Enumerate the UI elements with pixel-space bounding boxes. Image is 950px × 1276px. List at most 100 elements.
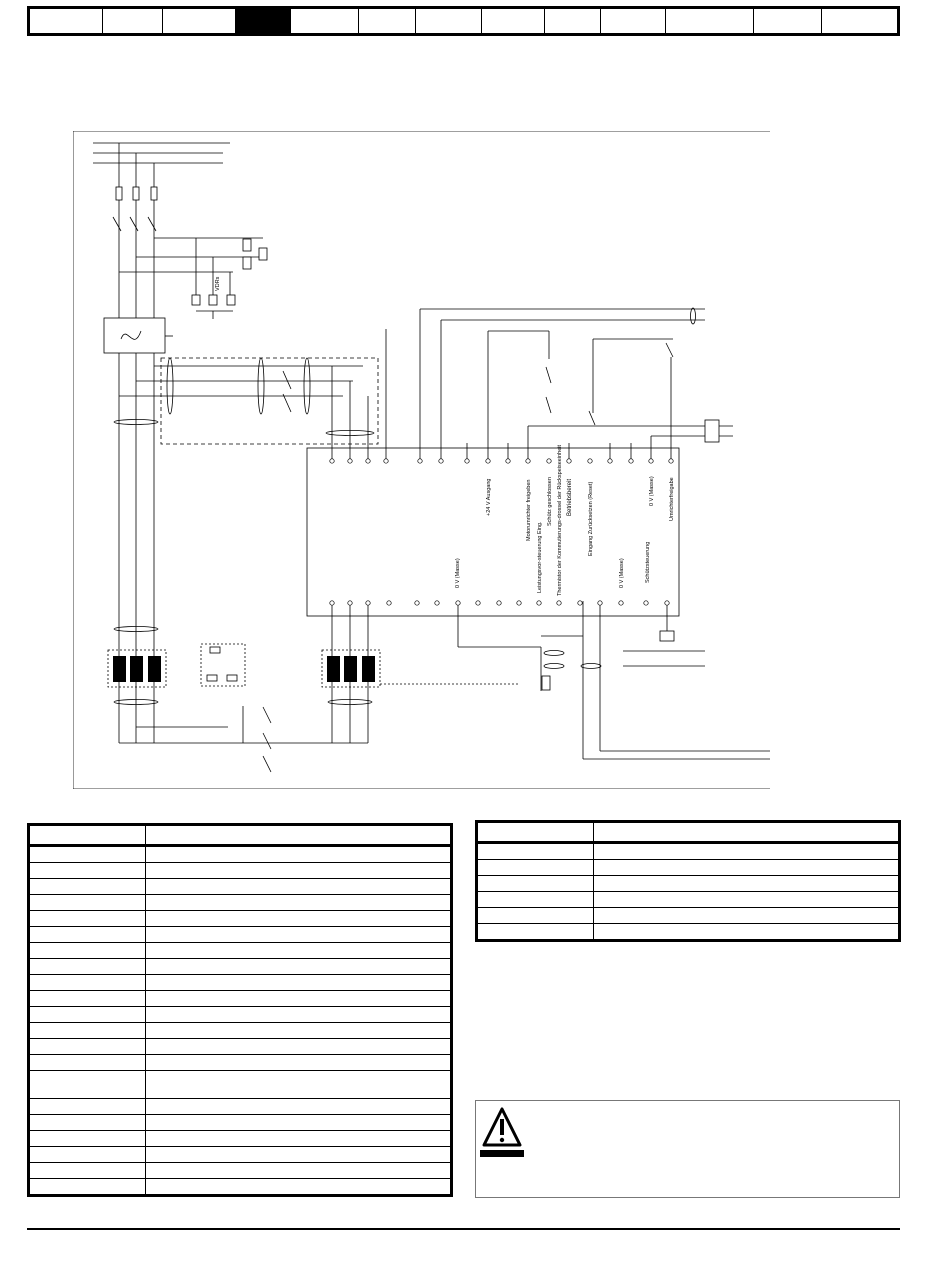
label-reset-input: Eingang Zurücksetzen (Reset) <box>588 482 594 556</box>
table-row <box>476 875 900 892</box>
table-cell <box>145 1178 452 1196</box>
table-cell <box>145 862 452 879</box>
table-cell <box>145 1006 452 1023</box>
table-cell <box>476 859 594 876</box>
table-cell <box>593 907 900 924</box>
nav-cell <box>666 9 754 33</box>
table-cell <box>28 862 146 879</box>
table-cell <box>145 1098 452 1115</box>
table-cell <box>593 859 900 876</box>
table-cell <box>28 824 146 847</box>
table-cell <box>145 1162 452 1179</box>
table-row <box>28 1054 452 1071</box>
table-row <box>28 1114 452 1131</box>
table-row <box>28 1178 452 1196</box>
table-cell <box>593 821 900 844</box>
table-cell <box>28 974 146 991</box>
label-inverter-enable: Umrichterfreigabe <box>669 477 675 521</box>
table-cell <box>145 974 452 991</box>
table-cell <box>145 926 452 943</box>
table-row <box>28 1022 452 1039</box>
table-header-row <box>28 824 452 847</box>
label-24v-output: +24 V Ausgang <box>486 479 492 516</box>
table-cell <box>28 990 146 1007</box>
table-cell <box>28 1114 146 1131</box>
table-cell <box>476 875 594 892</box>
label-contactor-control: Schützsteuerung <box>645 542 651 583</box>
table-row <box>28 926 452 943</box>
table-cell <box>28 1178 146 1196</box>
table-cell <box>28 1006 146 1023</box>
table-cell <box>28 878 146 895</box>
nav-cell <box>601 9 667 33</box>
table-cell <box>28 1146 146 1163</box>
table-cell <box>145 1114 452 1131</box>
left-table <box>27 823 453 1197</box>
table-row <box>28 894 452 911</box>
table-row <box>28 958 452 975</box>
table-cell <box>145 1038 452 1055</box>
table-row <box>28 942 452 959</box>
table-cell <box>476 842 594 860</box>
table-cell <box>28 958 146 975</box>
label-ready: Betriebsbereit <box>567 479 573 516</box>
table-row <box>28 974 452 991</box>
table-cell <box>145 878 452 895</box>
table-cell <box>28 1098 146 1115</box>
table-cell <box>593 875 900 892</box>
nav-cell <box>291 9 359 33</box>
table-row <box>28 1070 452 1099</box>
table-cell <box>28 1130 146 1147</box>
table-cell <box>145 942 452 959</box>
footer-rule <box>27 1228 900 1230</box>
table-cell <box>145 824 452 847</box>
table-row <box>28 1130 452 1147</box>
table-cell <box>145 958 452 975</box>
label-line-reactor-thermistor: Thermistor der Kommutierungs-drossel der… <box>557 445 563 596</box>
chapter-navigation-bar <box>27 6 900 36</box>
nav-cell-active <box>236 9 291 33</box>
table-cell <box>145 1022 452 1039</box>
table-cell <box>145 1130 452 1147</box>
table-cell <box>145 1146 452 1163</box>
warning-triangle-icon <box>480 1105 524 1157</box>
table-row <box>28 910 452 927</box>
label-drive-enable: Motorumrichter freigeben <box>526 480 532 541</box>
label-0v-top: 0 V (Masse) <box>649 476 655 506</box>
table-row <box>28 862 452 879</box>
label-power-pilot-input: Leistungsvor-steuerung Eing. <box>537 521 543 593</box>
nav-cell <box>163 9 237 33</box>
table-cell <box>28 942 146 959</box>
table-cell <box>593 891 900 908</box>
table-cell <box>145 894 452 911</box>
label-0v-bottom-1: 0 V (Masse) <box>455 558 461 588</box>
table-row <box>28 1146 452 1163</box>
wiring-diagram-svg: VDRs +24 V Ausgang Motorumrichter freige… <box>73 131 770 789</box>
table-row <box>476 859 900 876</box>
table-row <box>28 1098 452 1115</box>
nav-cell <box>103 9 164 33</box>
nav-cell <box>754 9 823 33</box>
nav-cell <box>822 9 897 33</box>
nav-cell <box>416 9 482 33</box>
table-cell <box>145 1070 452 1099</box>
table-cell <box>28 845 146 863</box>
wiring-diagram: VDRs +24 V Ausgang Motorumrichter freige… <box>73 131 770 789</box>
table-cell <box>593 923 900 941</box>
table-row <box>28 845 452 863</box>
table-cell <box>593 842 900 860</box>
right-table <box>475 820 901 942</box>
vdr-label: VDRs <box>215 276 221 291</box>
table-cell <box>145 910 452 927</box>
table-cell <box>28 1038 146 1055</box>
table-cell <box>476 821 594 844</box>
table-cell <box>476 891 594 908</box>
warning-box <box>475 1100 900 1198</box>
table-cell <box>28 910 146 927</box>
table-header-row <box>476 821 900 844</box>
nav-cell <box>482 9 545 33</box>
table-row <box>28 1162 452 1179</box>
table-cell <box>145 845 452 863</box>
label-0v-bottom-2: 0 V (Masse) <box>619 558 625 588</box>
table-cell <box>28 1162 146 1179</box>
